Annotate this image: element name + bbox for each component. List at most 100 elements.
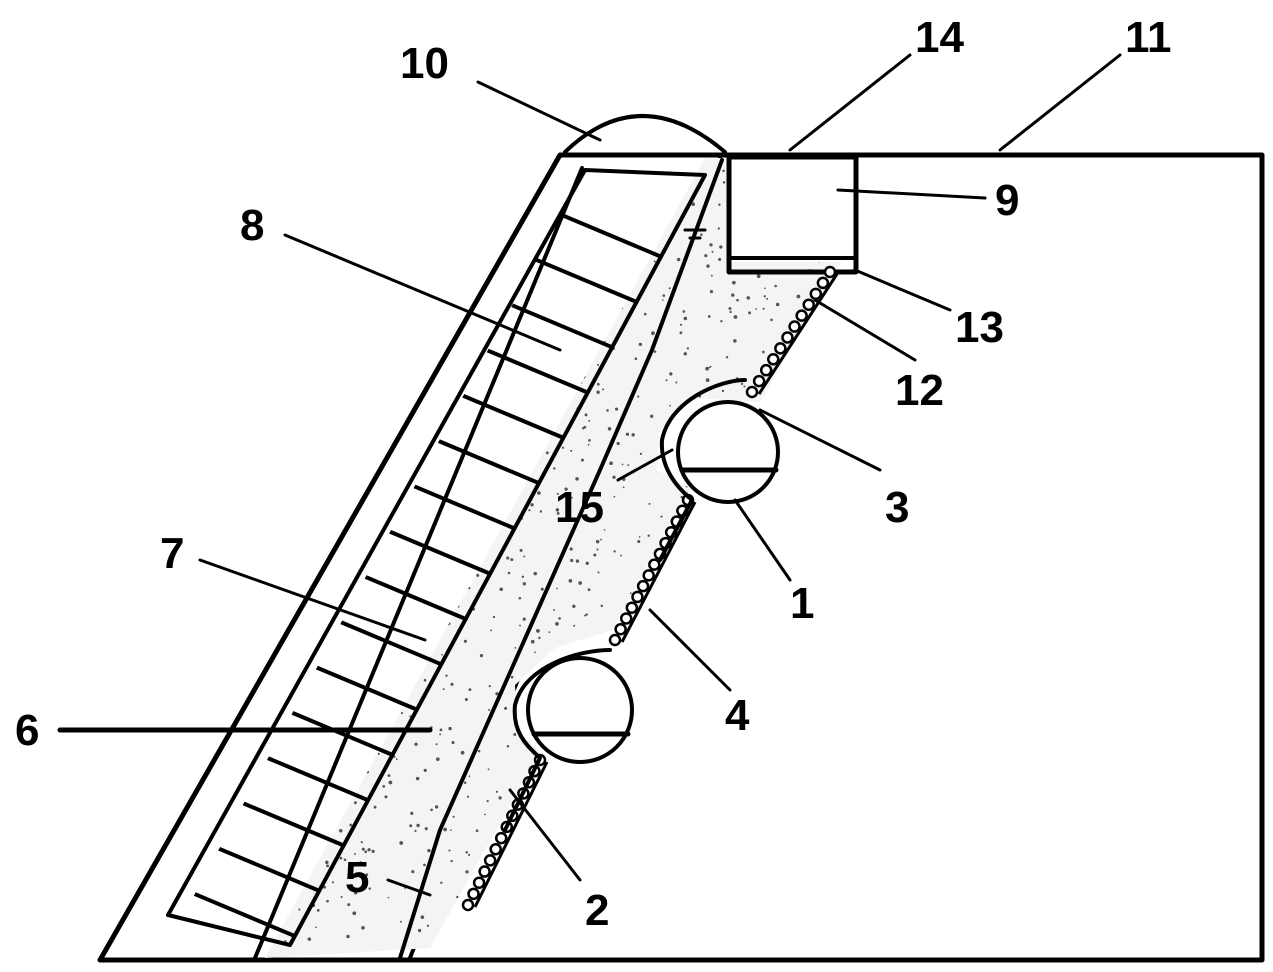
soil-dot	[692, 163, 696, 166]
soil-dot	[536, 629, 540, 633]
soil-dot	[464, 411, 468, 415]
soil-dot	[369, 965, 372, 968]
soil-dot	[351, 774, 356, 778]
soil-dot	[772, 811, 776, 815]
soil-dot	[798, 945, 802, 949]
soil-dot	[625, 704, 628, 707]
soil-dot	[412, 370, 417, 375]
soil-dot	[659, 797, 663, 802]
soil-dot	[534, 433, 538, 438]
soil-dot	[602, 388, 605, 391]
soil-dot	[709, 580, 713, 584]
soil-dot	[390, 395, 394, 399]
soil-dot	[253, 444, 256, 447]
soil-dot	[584, 614, 587, 617]
soil-dot	[355, 549, 359, 553]
soil-dot	[836, 397, 841, 401]
soil-dot	[341, 444, 344, 447]
soil-dot	[635, 756, 640, 760]
soil-dot	[611, 178, 615, 181]
soil-dot	[718, 257, 722, 261]
soil-dot	[459, 234, 463, 238]
soil-dot	[463, 486, 467, 491]
soil-dot	[553, 337, 557, 341]
soil-dot	[772, 536, 776, 540]
soil-dot	[277, 425, 281, 429]
soil-dot	[521, 457, 524, 461]
soil-dot	[460, 750, 465, 755]
soil-dot	[789, 875, 793, 879]
soil-dot	[462, 189, 466, 193]
soil-dot	[278, 696, 281, 699]
soil-dot	[318, 189, 323, 193]
soil-dot	[308, 749, 311, 752]
soil-dot	[454, 566, 458, 571]
soil-dot	[399, 190, 403, 193]
soil-dot	[843, 865, 846, 868]
soil-dot	[592, 260, 594, 263]
soil-dot	[308, 764, 313, 768]
soil-dot	[506, 556, 510, 560]
soil-dot	[331, 390, 335, 394]
soil-dot	[417, 928, 422, 933]
soil-dot	[569, 547, 573, 551]
soil-dot	[641, 201, 644, 203]
pipe-wall	[473, 761, 549, 908]
soil-dot	[606, 409, 609, 412]
soil-dot	[311, 865, 314, 868]
soil-dot	[462, 338, 466, 342]
soil-dot	[265, 944, 266, 947]
soil-dot	[477, 749, 481, 753]
soil-dot	[325, 860, 329, 865]
soil-dot	[625, 903, 629, 908]
soil-dot	[819, 934, 822, 937]
soil-dot	[463, 925, 468, 930]
soil-dot	[254, 608, 256, 610]
soil-dot	[851, 755, 853, 757]
soil-dot	[330, 313, 333, 316]
soil-dot	[723, 811, 728, 815]
soil-dot	[766, 564, 768, 567]
soil-dot	[648, 635, 651, 639]
soil-dot	[566, 890, 571, 894]
soil-dot	[601, 804, 604, 807]
soil-dot	[430, 411, 435, 415]
soil-dot	[533, 571, 538, 576]
soil-dot	[427, 848, 431, 853]
soil-dot	[575, 477, 579, 481]
soil-dot	[838, 663, 842, 667]
soil-dot	[709, 365, 712, 368]
soil-dot	[399, 285, 402, 288]
soil-dot	[303, 677, 307, 680]
soil-dot	[544, 275, 548, 279]
soil-dot	[311, 347, 314, 350]
soil-dot	[339, 856, 343, 860]
soil-dot	[279, 918, 283, 922]
soil-dot	[383, 282, 386, 285]
soil-dot	[452, 608, 455, 611]
soil-dot	[824, 670, 829, 675]
soil-dot	[259, 801, 262, 804]
soil-dot	[253, 188, 256, 191]
soil-dot	[379, 307, 383, 312]
soil-dot	[319, 816, 323, 820]
soil-dot	[604, 829, 608, 833]
soil-dot	[688, 695, 691, 698]
soil-dot	[438, 587, 442, 591]
soil-dot	[709, 290, 714, 294]
soil-dot	[798, 926, 802, 929]
soil-dot	[588, 725, 592, 729]
soil-dot	[836, 936, 839, 939]
soil-dot	[323, 403, 326, 406]
soil-dot	[328, 196, 331, 200]
soil-dot	[598, 714, 603, 719]
soil-dot	[704, 254, 708, 258]
soil-dot	[542, 354, 546, 359]
soil-dot	[662, 733, 666, 736]
soil-dot	[607, 184, 611, 188]
soil-dot	[613, 204, 617, 208]
soil-dot	[387, 896, 390, 899]
soil-dot	[468, 775, 471, 778]
soil-dot	[572, 389, 575, 393]
soil-dot	[600, 538, 602, 541]
